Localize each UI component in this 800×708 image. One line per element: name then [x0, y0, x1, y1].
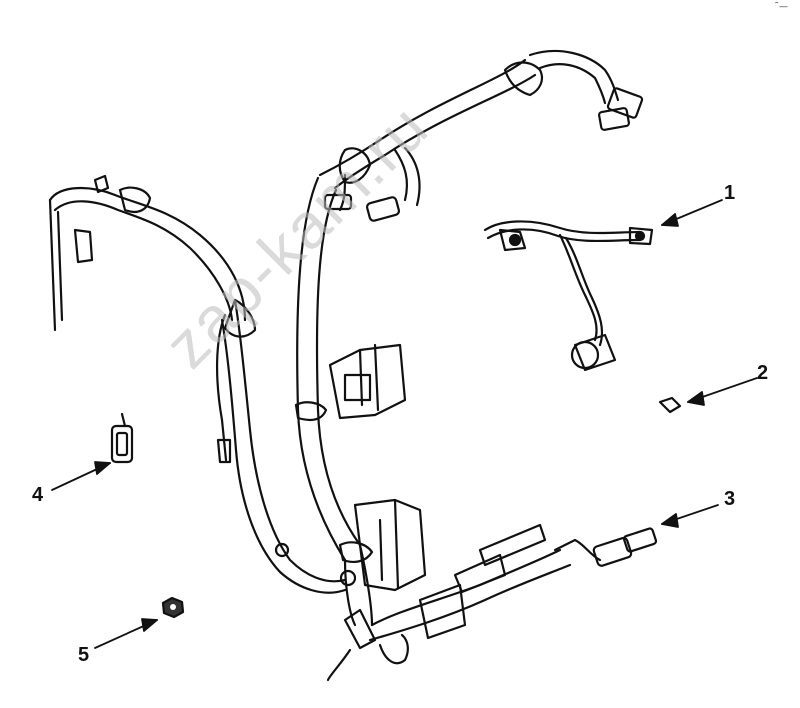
callout-4: 4 [32, 484, 44, 506]
relay-block-upper [328, 343, 407, 420]
part-4-terminal [110, 412, 134, 464]
callout-1: 1 [724, 182, 736, 204]
leader-lines [51, 199, 758, 649]
callout-5: 5 [78, 644, 90, 666]
callout-2: 2 [757, 362, 769, 384]
part-1-sub-harness [483, 220, 654, 372]
part-2-clip [658, 396, 682, 414]
lower-branch [326, 523, 658, 682]
callout-3: 3 [724, 488, 736, 510]
left-harness [48, 174, 357, 594]
part-5-nut [161, 596, 185, 619]
corner-mark: ˜— [774, 2, 789, 12]
relay-block-lower [353, 498, 427, 592]
